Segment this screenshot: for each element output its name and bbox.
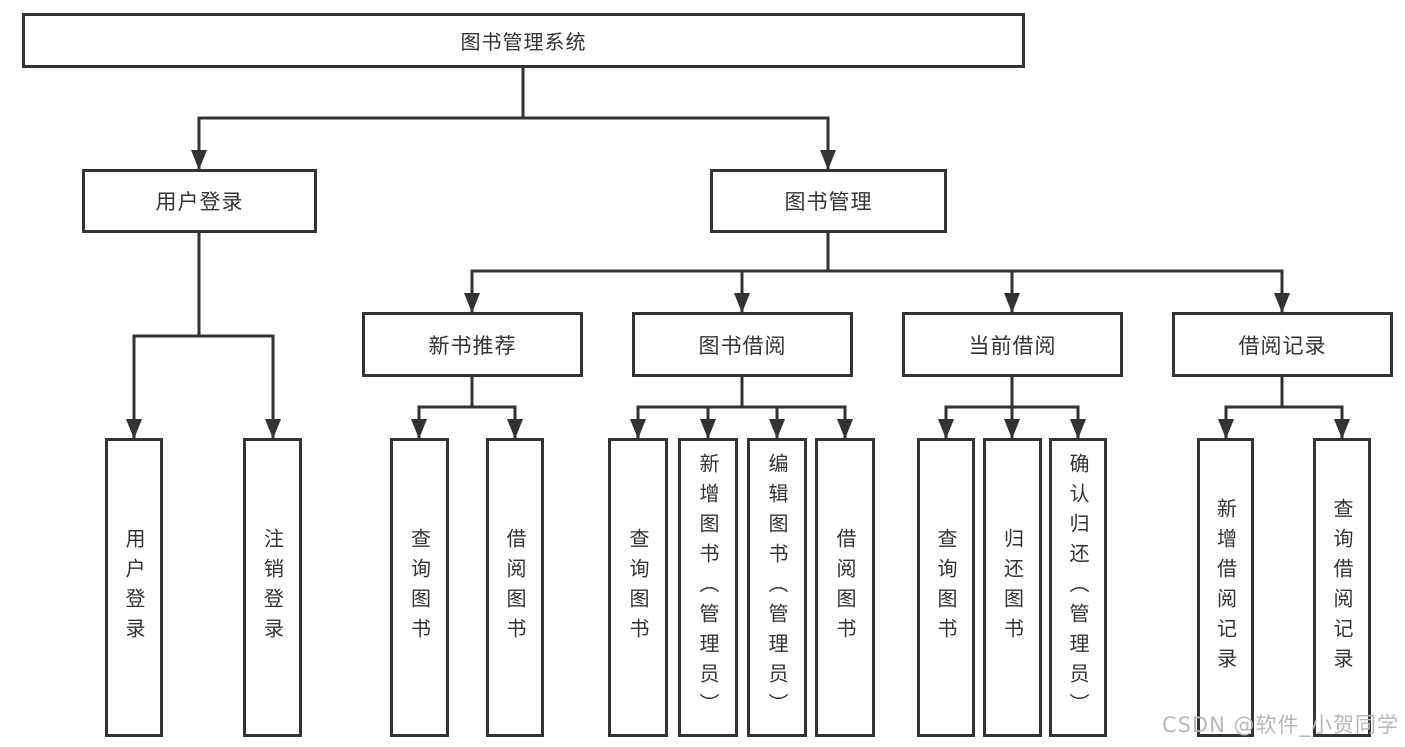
node-book-management: 图书管理	[710, 169, 947, 233]
node-leaf-nb-borrow-books: 借阅图书	[486, 438, 544, 737]
node-new-book-recommend: 新书推荐	[362, 312, 583, 377]
node-leaf-bb-borrow-books-label: 借阅图书	[833, 527, 857, 648]
watermark: CSDN @软件_小贺同学	[1161, 713, 1399, 737]
node-new-book-recommend-label: 新书推荐	[428, 333, 517, 358]
node-leaf-br-query-record-label: 查询借阅记录	[1330, 497, 1354, 678]
node-library-management-system: 图书管理系统	[22, 13, 1025, 68]
node-borrowing-records-label: 借阅记录	[1238, 333, 1327, 358]
node-leaf-br-add-record: 新增借阅记录	[1197, 438, 1254, 737]
node-leaf-nb-query-books: 查询图书	[390, 438, 449, 737]
node-leaf-bb-borrow-books: 借阅图书	[815, 438, 875, 737]
node-leaf-bb-edit-books-admin-label: 编辑图书（管理员）	[765, 452, 789, 723]
node-leaf-cb-query-books-label: 查询图书	[934, 527, 958, 648]
node-leaf-user-login: 用户登录	[105, 438, 163, 737]
node-book-borrowing: 图书借阅	[632, 312, 853, 377]
node-current-borrowing: 当前借阅	[902, 312, 1123, 377]
node-leaf-nb-borrow-books-label: 借阅图书	[503, 527, 527, 648]
node-leaf-bb-add-books-admin-label: 新增图书（管理员）	[696, 452, 720, 723]
node-book-borrowing-label: 图书借阅	[698, 333, 787, 358]
node-leaf-cb-confirm-return-admin: 确认归还（管理员）	[1049, 438, 1107, 737]
node-leaf-logout: 注销登录	[243, 438, 302, 737]
node-leaf-cb-confirm-return-admin-label: 确认归还（管理员）	[1066, 452, 1090, 723]
node-leaf-cb-query-books: 查询图书	[917, 438, 975, 737]
node-leaf-bb-edit-books-admin: 编辑图书（管理员）	[747, 438, 807, 737]
node-leaf-bb-query-books-label: 查询图书	[626, 527, 650, 648]
node-leaf-bb-query-books: 查询图书	[608, 438, 668, 737]
node-leaf-cb-return-books-label: 归还图书	[1000, 527, 1025, 648]
node-user-login: 用户登录	[82, 169, 317, 233]
node-leaf-nb-query-books-label: 查询图书	[407, 527, 432, 648]
node-borrowing-records: 借阅记录	[1172, 312, 1393, 377]
node-leaf-br-query-record: 查询借阅记录	[1313, 438, 1371, 737]
node-leaf-logout-label: 注销登录	[260, 527, 285, 648]
node-user-login-label: 用户登录	[155, 190, 244, 214]
node-leaf-bb-add-books-admin: 新增图书（管理员）	[678, 438, 738, 737]
node-leaf-cb-return-books: 归还图书	[983, 438, 1042, 737]
node-book-management-label: 图书管理	[784, 190, 873, 214]
node-current-borrowing-label: 当前借阅	[968, 333, 1057, 358]
node-library-management-system-label: 图书管理系统	[460, 30, 587, 54]
node-leaf-br-add-record-label: 新增借阅记录	[1213, 497, 1238, 678]
node-leaf-user-login-label: 用户登录	[122, 527, 146, 648]
